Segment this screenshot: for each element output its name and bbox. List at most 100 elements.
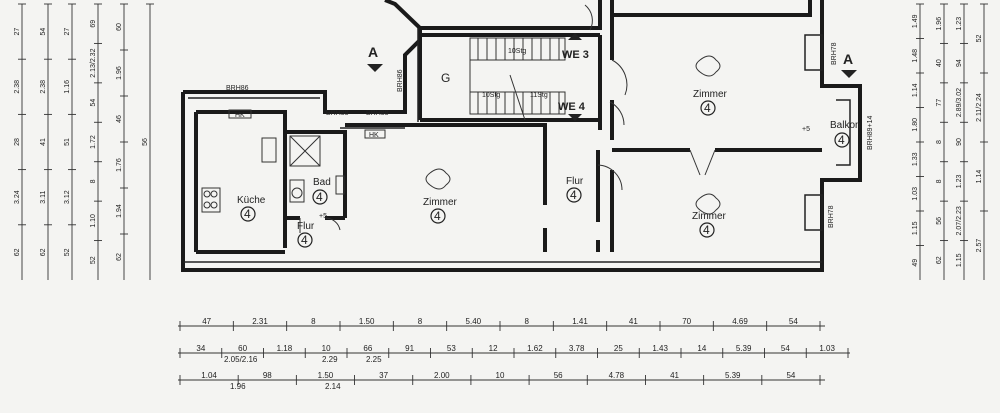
vertical-dimension-label: 1.14: [912, 83, 919, 97]
dimension-label: 4.78: [609, 371, 625, 380]
brh78-top: BRH78: [831, 42, 838, 65]
section-arrow-left-icon: [367, 64, 383, 72]
vertical-dimension-label: 1.94: [116, 204, 123, 218]
dimension-label: 37: [379, 371, 388, 380]
dimension-label: 60: [238, 344, 247, 353]
dim-row2-sub-3: 2.25: [366, 355, 382, 364]
dimension-label: 1.50: [318, 371, 334, 380]
vertical-dimension-label: 90: [956, 138, 963, 146]
light-icon: [695, 55, 721, 77]
vertical-dimension-label: 3.24: [14, 190, 21, 204]
stair-label-bottom-b: 11Stg: [530, 92, 548, 99]
brh88-b: BRH88: [366, 110, 389, 117]
room-flur-mid-label: Flur: [566, 176, 584, 187]
vertical-dimension-label: 62: [40, 248, 47, 256]
dimension-label: 12: [489, 344, 498, 353]
vertical-dimension-label: 52: [64, 248, 71, 256]
dimension-label: 34: [196, 344, 205, 353]
room-zimmer-bottom-right-label: Zimmer: [692, 211, 727, 222]
vertical-dimension-label: 51: [64, 138, 71, 146]
dim-row2-sub-1: 2.05/2.16: [224, 355, 258, 364]
vertical-dimension-label: 8: [90, 179, 97, 183]
dimension-label: 1.50: [359, 317, 375, 326]
room-balkon-label: Balkon: [830, 120, 861, 131]
room-zimmer-top-right-num: 4: [704, 101, 711, 115]
vertical-dimension-label: 2.13/2.32: [90, 48, 97, 77]
room-flur-left-label: Flur: [297, 221, 315, 232]
vertical-dimension-label: 1.76: [116, 158, 123, 172]
dimension-label: 70: [682, 317, 691, 326]
vertical-dimension-label: 1.48: [912, 49, 919, 63]
kitchen-fixtures: HK: [201, 109, 277, 213]
dimension-label: 2.31: [252, 317, 268, 326]
dimension-label: 54: [789, 317, 798, 326]
dimension-label: 25: [614, 344, 623, 353]
vertical-dimension-label: 2.89/3.02: [956, 88, 963, 117]
room-bad-num: 4: [316, 190, 323, 204]
vertical-dimension-label: 8: [936, 179, 943, 183]
dimension-label: 56: [554, 371, 563, 380]
light-symbols: [425, 55, 721, 215]
vertical-dimension-label: 28: [14, 138, 21, 146]
vertical-dimension-label: 1.33: [912, 152, 919, 166]
dimension-label: 5.40: [466, 317, 482, 326]
section-mark-left: A: [368, 44, 378, 60]
room-balkon-num: 4: [838, 133, 845, 147]
room-flur-mid-circle: [566, 187, 582, 203]
section-marks: A A: [367, 44, 857, 78]
vertical-dimension-label: 1.72: [90, 135, 97, 149]
dim-row2-sub-2: 2.29: [322, 355, 338, 364]
room-kueche-label: Küche: [237, 195, 266, 206]
room-labels: Küche 4 Bad 4 Flur 4 Zimmer 4 Flur 4 Zim…: [237, 89, 861, 248]
room-zimmer-main-num: 4: [434, 209, 441, 223]
vertical-dimension-label: 2.38: [14, 80, 21, 94]
room-kueche-circle: [240, 206, 256, 222]
vertical-dimension-label: 2.57: [976, 239, 983, 253]
room-zimmer-main-circle: [430, 208, 446, 224]
level-bad: +5: [319, 213, 327, 220]
room-flur-left-circle: [297, 232, 313, 248]
dimension-label: 47: [202, 317, 211, 326]
dimension-label: 8: [311, 317, 316, 326]
dimension-label: 54: [786, 371, 795, 380]
level-right: +5: [802, 126, 810, 133]
we3-label: WE 3: [562, 49, 589, 61]
room-zimmer-main-label: Zimmer: [423, 197, 458, 208]
dimension-label: 14: [697, 344, 706, 353]
outer-walls: [181, 0, 862, 272]
dim-row3-sub-2: 2.14: [325, 382, 341, 391]
vertical-dimension-label: 46: [116, 115, 123, 123]
dimension-label: 1.43: [652, 344, 668, 353]
vertical-dimension-label: 1.23: [956, 17, 963, 31]
dimension-label: 5.39: [736, 344, 752, 353]
vertical-dimension-label: 40: [936, 59, 943, 67]
vertical-dimension-label: 2.07/2.23: [956, 206, 963, 235]
dimension-label: 66: [363, 344, 372, 353]
brh89-14: BRH89+14: [867, 115, 874, 150]
doors: [299, 4, 716, 233]
light-icon: [695, 193, 721, 215]
vertical-dimension-label: 2.11/2.24: [976, 93, 983, 122]
room-balkon-circle: [834, 132, 850, 148]
dimension-label: 4.69: [732, 317, 748, 326]
vertical-dimension-label: 52: [976, 35, 983, 43]
vertical-dimension-label: 94: [956, 59, 963, 67]
dimension-label: 53: [447, 344, 456, 353]
we3-arrow-icon: [568, 33, 582, 40]
dimension-label: 8: [524, 317, 529, 326]
vertical-dimension-label: 2.38: [40, 80, 47, 94]
dim-row3-sub-1: 1.96: [230, 382, 246, 391]
stair-room-label: G: [441, 71, 450, 85]
we4-label: WE 4: [558, 101, 586, 113]
brh-annotations: BRH86 BRH88 BRH88 BRH86 BRH78 BRH78 BRH8…: [226, 42, 874, 228]
vertical-dimension-label: 1.10: [90, 214, 97, 228]
room-zimmer-top-right-circle: [700, 100, 716, 116]
vertical-dimension-label: 27: [14, 28, 21, 36]
dimension-label: 41: [629, 317, 638, 326]
brh78-bottom: BRH78: [828, 205, 835, 228]
room-kueche-num: 4: [244, 207, 251, 221]
dimension-label: 91: [405, 344, 414, 353]
vertical-dimension-label: 8: [936, 140, 943, 144]
